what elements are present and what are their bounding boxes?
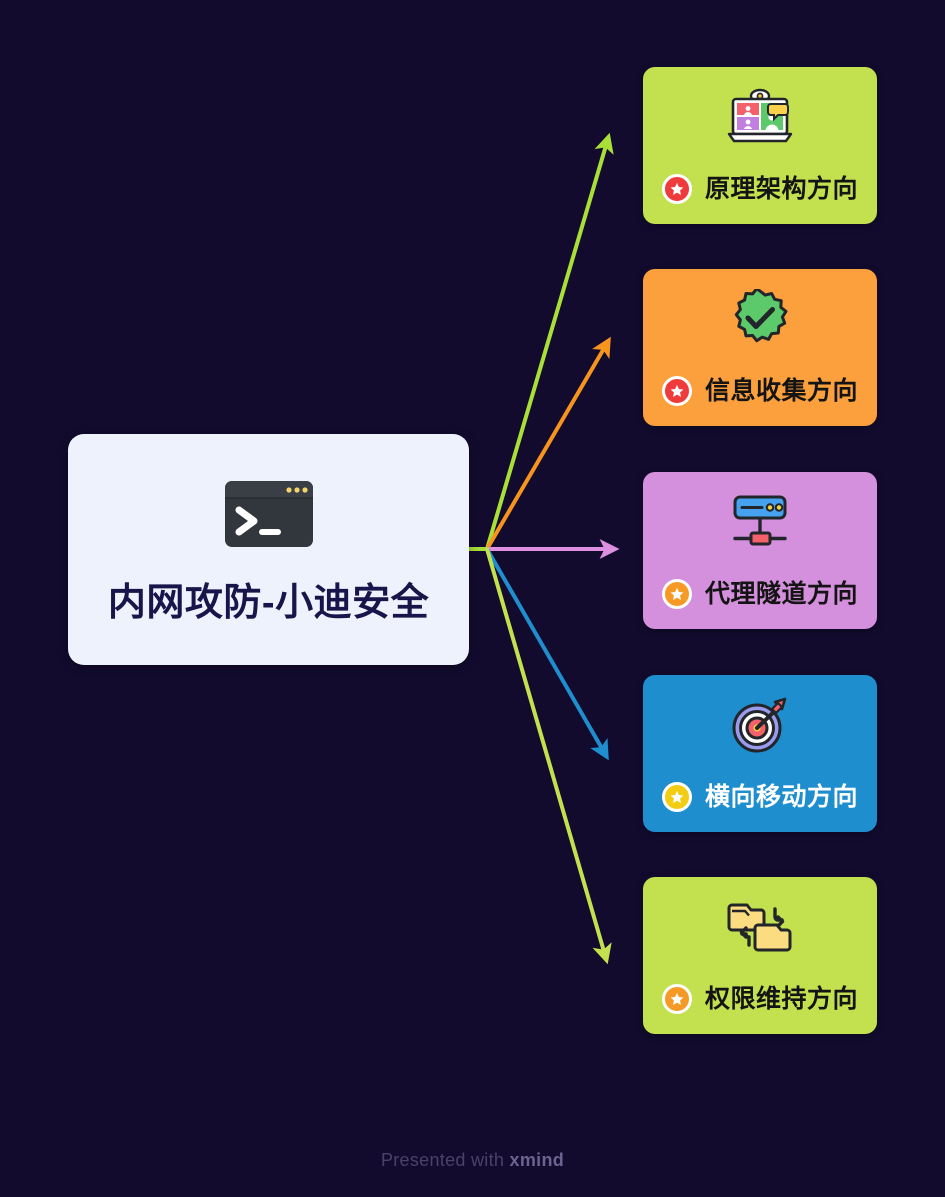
router-proxy-icon (726, 490, 794, 554)
target-dartboard-icon (726, 693, 794, 757)
connector-arrow-4 (485, 547, 612, 965)
branch-label-row: 原理架构方向 (643, 174, 877, 204)
xmind-brand: xmind (509, 1150, 565, 1170)
page-title: 内网攻防-小迪安全 (107, 581, 430, 624)
connector-arrow-1 (485, 336, 611, 551)
branch-label-row: 权限维持方向 (643, 984, 877, 1014)
branch-label-row: 信息收集方向 (643, 376, 877, 406)
star-icon (661, 782, 692, 812)
branch-card-info-gathering[interactable]: 信息收集方向 (643, 269, 877, 426)
footer-prefix: Presented with (380, 1150, 510, 1170)
central-node[interactable]: 内网攻防-小迪安全 (68, 434, 469, 665)
branch-card-lateral-movement[interactable]: 横向移动方向 (643, 675, 877, 832)
footer-attribution: Presented with xmind (0, 1150, 945, 1171)
branch-card-proxy-tunnel[interactable]: 代理隧道方向 (643, 472, 877, 629)
verified-check-icon (726, 287, 794, 351)
branch-label-row: 横向移动方向 (643, 782, 877, 812)
star-icon (661, 174, 692, 204)
folder-sync-icon (726, 895, 794, 959)
connector-arrow-0 (485, 132, 614, 551)
branch-label: 代理隧道方向 (704, 579, 858, 608)
star-icon (661, 579, 692, 609)
branch-card-principle-architecture[interactable]: 原理架构方向 (643, 67, 877, 224)
branch-label: 横向移动方向 (704, 782, 858, 811)
branch-label: 权限维持方向 (704, 984, 858, 1013)
branch-label-row: 代理隧道方向 (643, 579, 877, 609)
connector-arrow-3 (485, 547, 609, 761)
branch-label: 原理架构方向 (704, 174, 858, 203)
branch-label: 信息收集方向 (704, 376, 858, 405)
terminal-icon (222, 478, 316, 550)
video-conference-icon (726, 85, 794, 149)
star-icon (661, 984, 692, 1014)
star-icon (661, 376, 692, 406)
branch-card-persistence[interactable]: 权限维持方向 (643, 877, 877, 1034)
